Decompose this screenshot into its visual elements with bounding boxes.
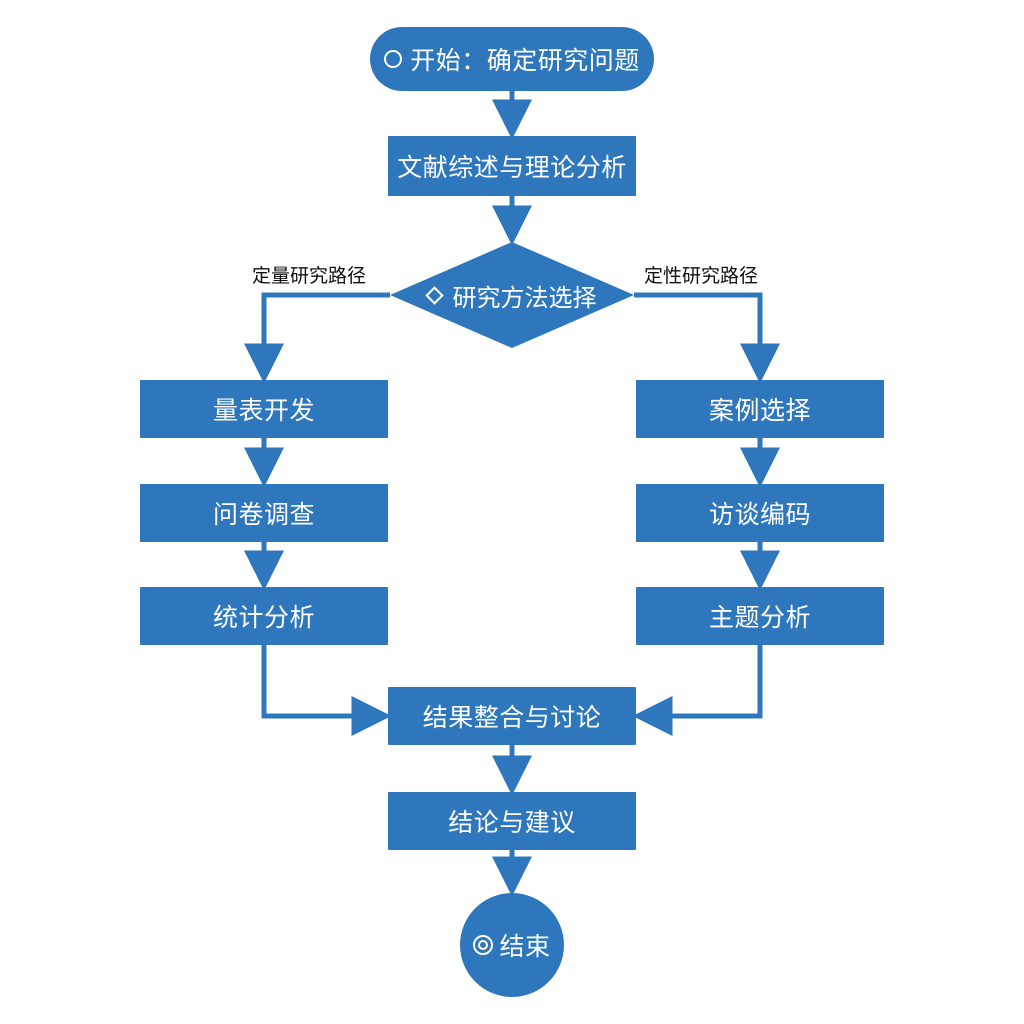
conclusion-node: 结论与建议: [388, 792, 636, 850]
decision-diamond: [390, 242, 634, 348]
double-circle-icon: [473, 935, 494, 955]
circle-outline-icon: [384, 50, 403, 68]
arrow-statistics-to-integration: [261, 645, 392, 736]
questionnaire-survey-label: 问卷调查: [212, 500, 315, 529]
arrow-decision-to-case: [634, 292, 780, 384]
start-label: 开始：确定研究问题: [410, 46, 640, 75]
thematic-analysis-label: 主题分析: [708, 603, 811, 632]
results-integration-label: 结果整合与讨论: [422, 703, 602, 732]
conclusion-label: 结论与建议: [448, 808, 576, 837]
end-label: 结束: [499, 932, 551, 961]
scale-development-label: 量表开发: [212, 396, 315, 425]
statistical-analysis-label: 统计分析: [212, 603, 315, 632]
interview-coding-node: 访谈编码: [636, 484, 884, 542]
arrow-theme-to-integration: [632, 645, 763, 736]
quantitative-branch-label: 定量研究路径: [252, 265, 367, 287]
diamond-outline-icon: [424, 285, 444, 305]
statistical-analysis-node: 统计分析: [140, 587, 388, 645]
scale-development-node: 量表开发: [140, 380, 388, 438]
case-selection-node: 案例选择: [636, 380, 884, 438]
start-node: 开始：确定研究问题: [370, 27, 654, 91]
questionnaire-survey-node: 问卷调查: [140, 484, 388, 542]
decision-node: 研究方法选择: [412, 271, 612, 319]
thematic-analysis-node: 主题分析: [636, 587, 884, 645]
qualitative-branch-label: 定性研究路径: [644, 265, 759, 287]
results-integration-node: 结果整合与讨论: [388, 687, 636, 745]
case-selection-label: 案例选择: [708, 396, 811, 425]
interview-coding-label: 访谈编码: [708, 500, 811, 529]
literature-review-node: 文献综述与理论分析: [388, 136, 636, 196]
decision-label: 研究方法选择: [452, 283, 597, 312]
arrow-decision-to-scale: [244, 292, 390, 384]
literature-review-label: 文献综述与理论分析: [397, 153, 627, 182]
end-node: 结束: [460, 893, 564, 997]
